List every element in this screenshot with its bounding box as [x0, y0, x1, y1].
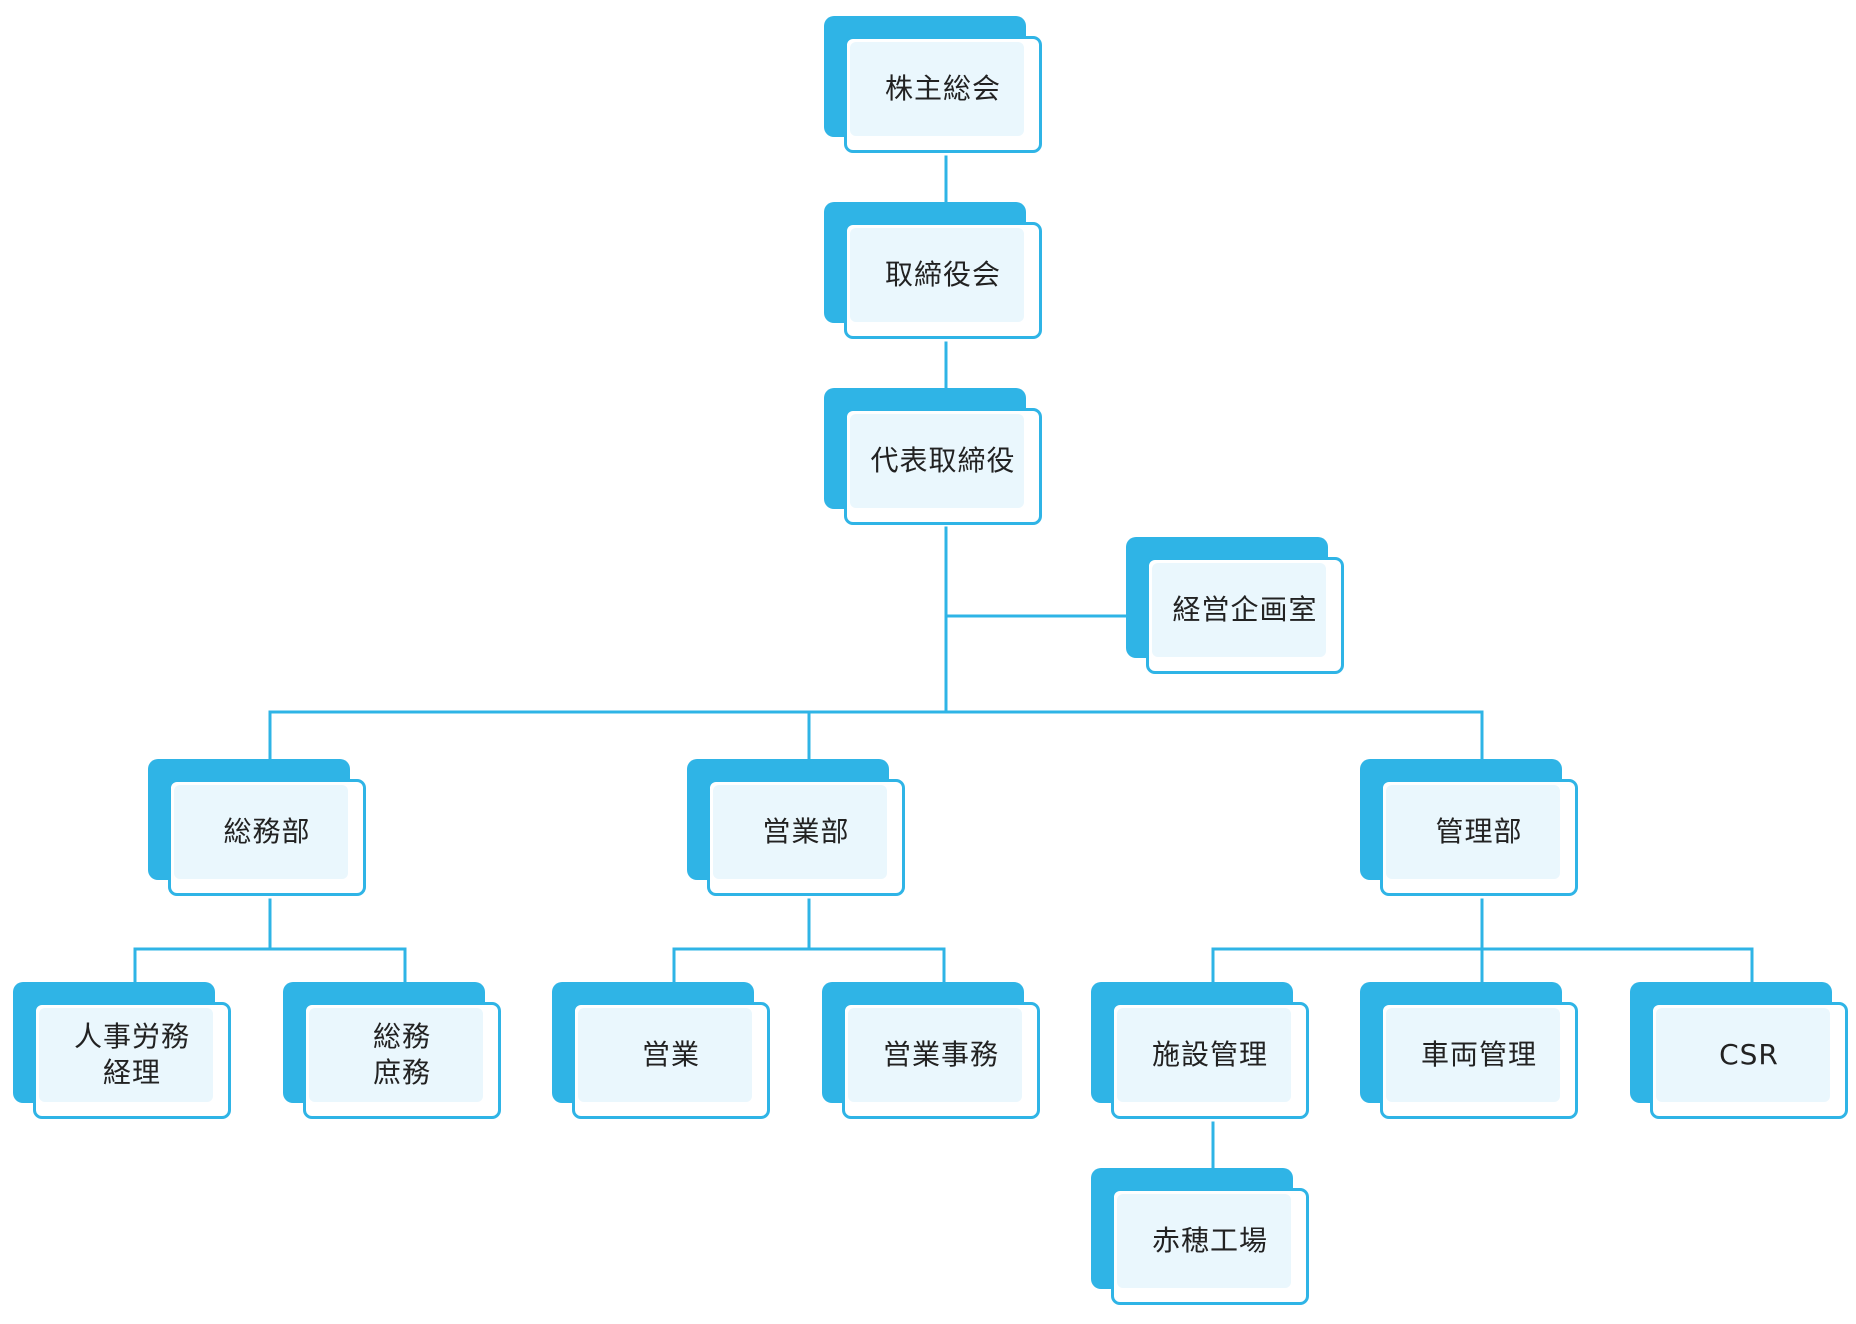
node-label: 代表取締役: [870, 444, 1016, 477]
node-box: 営業: [572, 1002, 770, 1119]
node-box: 営業事務: [842, 1002, 1040, 1119]
node-general-admin: 総務 庶務: [283, 982, 503, 1122]
node-label: 総務部: [223, 815, 311, 848]
node-box: 人事労務 経理: [33, 1002, 231, 1119]
node-label: 総務 庶務: [372, 1020, 431, 1089]
node-board-of-directors: 取締役会: [824, 202, 1044, 342]
node-label: 経営企画室: [1172, 593, 1318, 626]
node-inner: 営業事務: [848, 1008, 1022, 1102]
node-label: 営業: [641, 1038, 700, 1071]
node-box: 営業部: [707, 779, 905, 896]
node-inner: 総務 庶務: [309, 1008, 483, 1102]
node-management-dept: 管理部: [1360, 759, 1580, 899]
node-inner: 管理部: [1386, 785, 1560, 879]
node-label: CSR: [1719, 1038, 1779, 1071]
node-label: 人事労務 経理: [73, 1020, 190, 1089]
node-inner: 車両管理: [1386, 1008, 1560, 1102]
node-box: 施設管理: [1111, 1002, 1309, 1119]
node-inner: 経営企画室: [1152, 563, 1326, 657]
node-box: 管理部: [1380, 779, 1578, 896]
node-inner: 総務部: [174, 785, 348, 879]
node-label: 車両管理: [1420, 1038, 1537, 1071]
node-box: 車両管理: [1380, 1002, 1578, 1119]
node-corporate-planning-office: 経営企画室: [1126, 537, 1346, 677]
node-box: CSR: [1650, 1002, 1848, 1119]
node-inner: CSR: [1656, 1008, 1830, 1102]
node-csr: CSR: [1630, 982, 1850, 1122]
node-sales-dept: 営業部: [687, 759, 907, 899]
node-label: 営業部: [762, 815, 850, 848]
node-vehicle-management: 車両管理: [1360, 982, 1580, 1122]
node-representative-director: 代表取締役: [824, 388, 1044, 528]
node-box: 経営企画室: [1146, 557, 1344, 674]
node-general-affairs-dept: 総務部: [148, 759, 368, 899]
node-label: 取締役会: [884, 258, 1001, 291]
node-hr-accounting: 人事労務 経理: [13, 982, 233, 1122]
node-inner: 赤穂工場: [1117, 1194, 1291, 1288]
node-box: 赤穂工場: [1111, 1188, 1309, 1305]
node-inner: 代表取締役: [850, 414, 1024, 508]
node-box: 代表取締役: [844, 408, 1042, 525]
node-box: 取締役会: [844, 222, 1042, 339]
node-inner: 株主総会: [850, 42, 1024, 136]
node-box: 株主総会: [844, 36, 1042, 153]
node-inner: 人事労務 経理: [39, 1008, 213, 1102]
node-sales: 営業: [552, 982, 772, 1122]
node-box: 総務部: [168, 779, 366, 896]
node-sales-admin: 営業事務: [822, 982, 1042, 1122]
node-inner: 取締役会: [850, 228, 1024, 322]
node-inner: 営業: [578, 1008, 752, 1102]
node-label: 赤穂工場: [1151, 1224, 1268, 1257]
node-label: 営業事務: [882, 1038, 999, 1071]
node-label: 施設管理: [1151, 1038, 1268, 1071]
node-label: 管理部: [1435, 815, 1523, 848]
node-shareholders-meeting: 株主総会: [824, 16, 1044, 156]
node-facility-management: 施設管理: [1091, 982, 1311, 1122]
node-inner: 施設管理: [1117, 1008, 1291, 1102]
node-inner: 営業部: [713, 785, 887, 879]
node-label: 株主総会: [884, 72, 1001, 105]
node-ako-factory: 赤穂工場: [1091, 1168, 1311, 1308]
node-box: 総務 庶務: [303, 1002, 501, 1119]
